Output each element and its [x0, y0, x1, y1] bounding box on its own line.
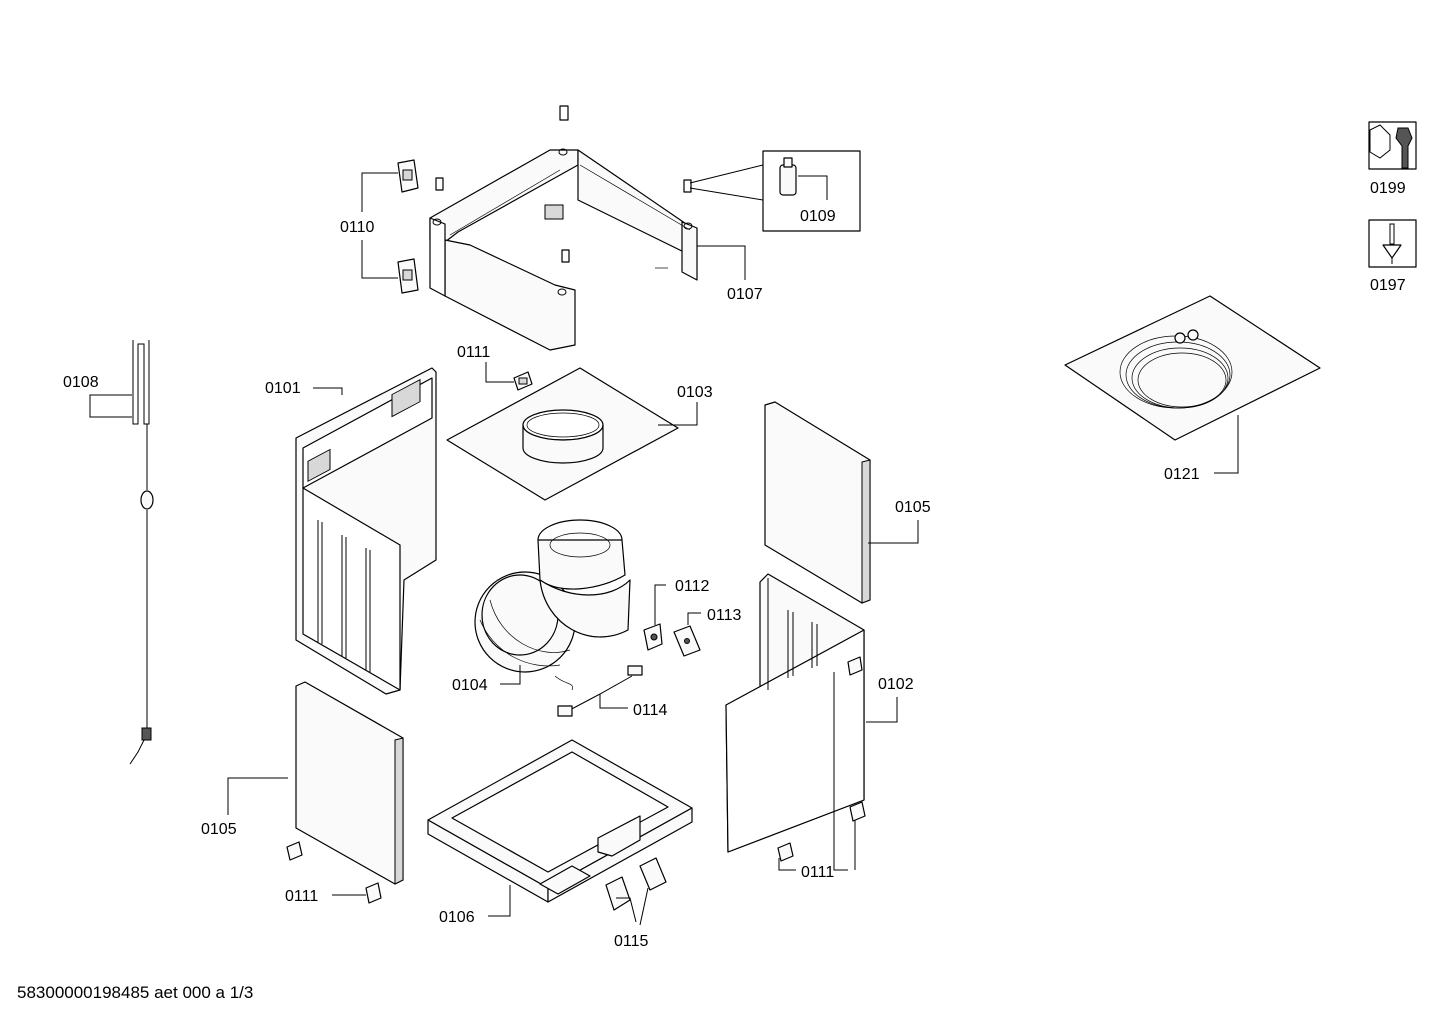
part-0109-inset [689, 150, 861, 232]
part-0101-left-panel [295, 367, 437, 695]
callout-0112: 0112 [675, 578, 710, 595]
screwdriver-screw-icon [1368, 219, 1417, 268]
part-0104-blower [474, 519, 631, 691]
part-0113-board [673, 625, 701, 657]
callout-0111-left: 0111 [285, 888, 318, 905]
callout-0106: 0106 [439, 909, 475, 926]
callout-0113: 0113 [707, 607, 742, 624]
callout-0107: 0107 [727, 286, 763, 303]
document-id: 58300000198485 aet 000 a 1/3 [17, 983, 254, 1002]
part-0105-right-panel [764, 401, 871, 604]
callout-0108: 0108 [63, 374, 99, 391]
callout-0197: 0197 [1370, 277, 1406, 294]
callout-0115: 0115 [614, 933, 649, 950]
callout-0111-top: 0111 [457, 344, 490, 361]
callout-0104: 0104 [452, 677, 488, 694]
part-0112-board [643, 623, 663, 651]
callout-0102: 0102 [878, 676, 914, 693]
callout-0105-left: 0105 [201, 821, 237, 838]
part-0107-top-frame [429, 105, 698, 351]
part-0115-feet [605, 857, 667, 911]
callout-0105-right: 0105 [895, 499, 931, 516]
part-0102-right-frame [725, 573, 865, 853]
callout-0111-right: 0111 [801, 864, 834, 881]
callout-0110: 0110 [340, 219, 375, 236]
callout-0101: 0101 [265, 380, 301, 397]
callout-0199: 0199 [1370, 180, 1406, 197]
part-0110-clips [397, 159, 419, 294]
part-0108-heating-element [129, 340, 154, 765]
callout-0121: 0121 [1164, 466, 1200, 483]
callout-0109: 0109 [800, 208, 836, 225]
part-0111-clips-bottom [286, 801, 866, 904]
callout-0103: 0103 [677, 384, 713, 401]
callout-0114: 0114 [633, 702, 668, 719]
part-0105-left-panel [295, 681, 404, 885]
part-0121-bag [1064, 295, 1321, 441]
part-0106-base-frame [427, 739, 693, 903]
leader-lines [89, 172, 1239, 926]
callout-labels: 0110 0109 0107 0108 0101 0111 0103 0105 … [63, 180, 1406, 950]
part-0103-top-plate [446, 367, 679, 501]
wrench-nut-icon [1368, 121, 1417, 170]
part-0111-clip-top [513, 371, 533, 391]
